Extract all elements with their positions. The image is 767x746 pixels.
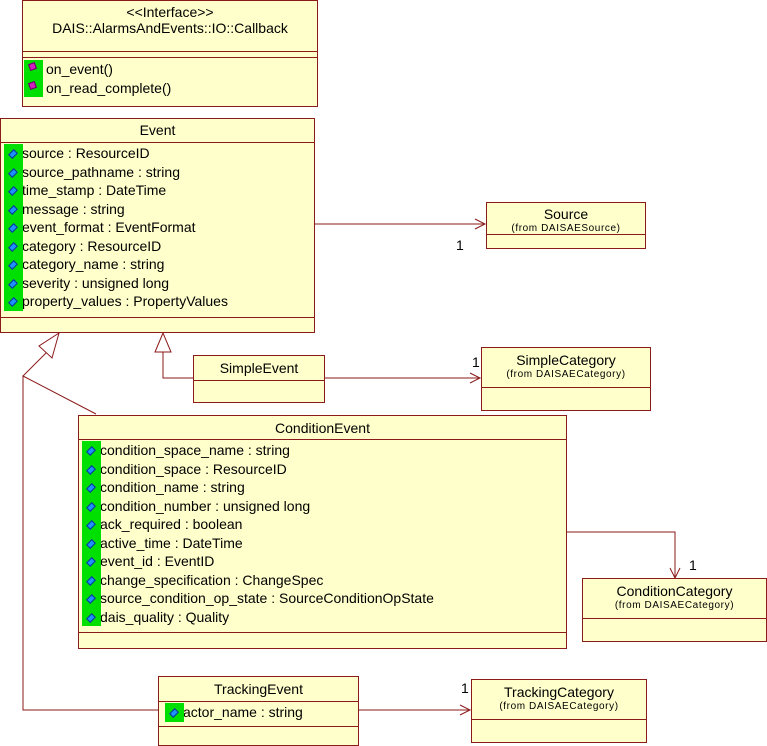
- event-class-name: Event: [1, 119, 314, 143]
- attribute-icon: [4, 292, 23, 311]
- attribute-icon: [82, 552, 101, 571]
- attribute-row: category : ResourceID: [1, 236, 314, 255]
- attribute-icon: [82, 533, 101, 552]
- attribute-icon: [4, 273, 23, 292]
- attribute-icon: [4, 255, 23, 274]
- event-class[interactable]: Event source : ResourceID source_pathnam…: [0, 118, 315, 333]
- simple-category-class[interactable]: SimpleCategory (from DAISAECategory): [481, 347, 651, 411]
- generalization-arrow-simpleevent: [154, 331, 172, 353]
- attribute-icon: [4, 199, 23, 218]
- attribute-row: event_format : EventFormat: [1, 218, 314, 237]
- interface-stereotype: <<Interface>>: [126, 4, 214, 20]
- attribute-icon: [82, 478, 101, 497]
- tracking-category-package: (from DAISAECategory): [499, 701, 619, 712]
- callback-class-name: DAIS::AlarmsAndEvents::IO::Callback: [52, 20, 288, 36]
- simple-event-class-name: SimpleEvent: [194, 356, 324, 381]
- event-attributes: source : ResourceID source_pathname : st…: [1, 143, 314, 318]
- simple-category-package: (from DAISAECategory): [506, 369, 626, 380]
- attribute-row: actor_name : string: [159, 703, 358, 722]
- attribute-icon: [165, 703, 184, 722]
- attribute-row: condition_space_name : string: [79, 441, 566, 460]
- multiplicity-condition-category: 1: [689, 557, 697, 573]
- attribute-row: condition_number : unsigned long: [79, 496, 566, 515]
- attribute-icon: [4, 218, 23, 237]
- attribute-row: ack_required : boolean: [79, 515, 566, 534]
- tracking-event-class[interactable]: TrackingEvent actor_name : string: [158, 676, 359, 746]
- attribute-icon: [4, 162, 23, 181]
- arrowhead-source: [474, 218, 487, 230]
- tracking-category-class[interactable]: TrackingCategory (from DAISAECategory): [471, 679, 647, 743]
- attribute-icon: [4, 181, 23, 200]
- generalization-arrow-event: [38, 331, 60, 359]
- simple-category-class-name: SimpleCategory: [516, 352, 616, 368]
- attribute-row: source_pathname : string: [1, 162, 314, 181]
- multiplicity-tracking-category: 1: [461, 680, 469, 696]
- source-package: (from DAISAESource): [511, 223, 621, 234]
- source-class-name: Source: [543, 206, 589, 222]
- attribute-row: change_specification : ChangeSpec: [79, 570, 566, 589]
- condition-event-class[interactable]: ConditionEvent condition_space_name : st…: [78, 415, 567, 649]
- callback-operations: on_event() on_read_complete(): [23, 58, 317, 97]
- callback-interface-class[interactable]: <<Interface>> DAIS::AlarmsAndEvents::IO:…: [22, 0, 318, 107]
- tracking-event-attributes: actor_name : string: [159, 702, 358, 727]
- attribute-icon: [82, 589, 101, 608]
- attribute-row: active_time : DateTime: [79, 533, 566, 552]
- attribute-row: severity : unsigned long: [1, 273, 314, 292]
- attribute-row: source_condition_op_state : SourceCondit…: [79, 589, 566, 608]
- multiplicity-source: 1: [456, 237, 464, 253]
- attribute-icon: [4, 236, 23, 255]
- condition-event-attributes: condition_space_name : string condition_…: [79, 440, 566, 633]
- attribute-row: message : string: [1, 199, 314, 218]
- operation-row: on_event(): [23, 60, 317, 79]
- attribute-icon: [4, 144, 23, 163]
- condition-category-package: (from DAISAECategory): [614, 600, 735, 611]
- attribute-row: dais_quality : Quality: [79, 607, 566, 626]
- generalization-conditionevent: [22, 375, 158, 711]
- attribute-icon: [82, 459, 101, 478]
- attribute-icon: [82, 570, 101, 589]
- attribute-icon: [82, 441, 101, 460]
- attribute-icon: [82, 496, 101, 515]
- attribute-row: event_id : EventID: [79, 552, 566, 571]
- generalization-trackingevent: [22, 351, 48, 377]
- attribute-row: time_stamp : DateTime: [1, 181, 314, 200]
- arrowhead-trackingcategory: [459, 704, 472, 716]
- attribute-row: source : ResourceID: [1, 144, 314, 163]
- tracking-category-class-name: TrackingCategory: [504, 684, 614, 700]
- attribute-row: condition_space : ResourceID: [79, 459, 566, 478]
- simple-event-class[interactable]: SimpleEvent: [193, 355, 325, 403]
- tracking-event-class-name: TrackingEvent: [159, 677, 358, 702]
- multiplicity-simple-category: 1: [472, 354, 480, 370]
- generalization-simpleevent: [162, 352, 193, 379]
- arrowhead-simplecategory: [469, 372, 482, 384]
- condition-category-class[interactable]: ConditionCategory (from DAISAECategory): [582, 578, 767, 642]
- attribute-icon: [82, 607, 101, 626]
- operation-icon: [24, 78, 43, 97]
- attribute-icon: [82, 515, 101, 534]
- operation-icon: [24, 60, 43, 79]
- attribute-row: condition_name : string: [79, 478, 566, 497]
- attribute-row: property_values : PropertyValues: [1, 292, 314, 311]
- attribute-row: category_name : string: [1, 255, 314, 274]
- condition-category-class-name: ConditionCategory: [616, 583, 733, 599]
- condition-event-class-name: ConditionEvent: [79, 416, 566, 440]
- source-class[interactable]: Source (from DAISAESource): [486, 202, 646, 249]
- operation-row: on_read_complete(): [23, 78, 317, 97]
- association-conditionevent-conditioncategory: [566, 531, 676, 578]
